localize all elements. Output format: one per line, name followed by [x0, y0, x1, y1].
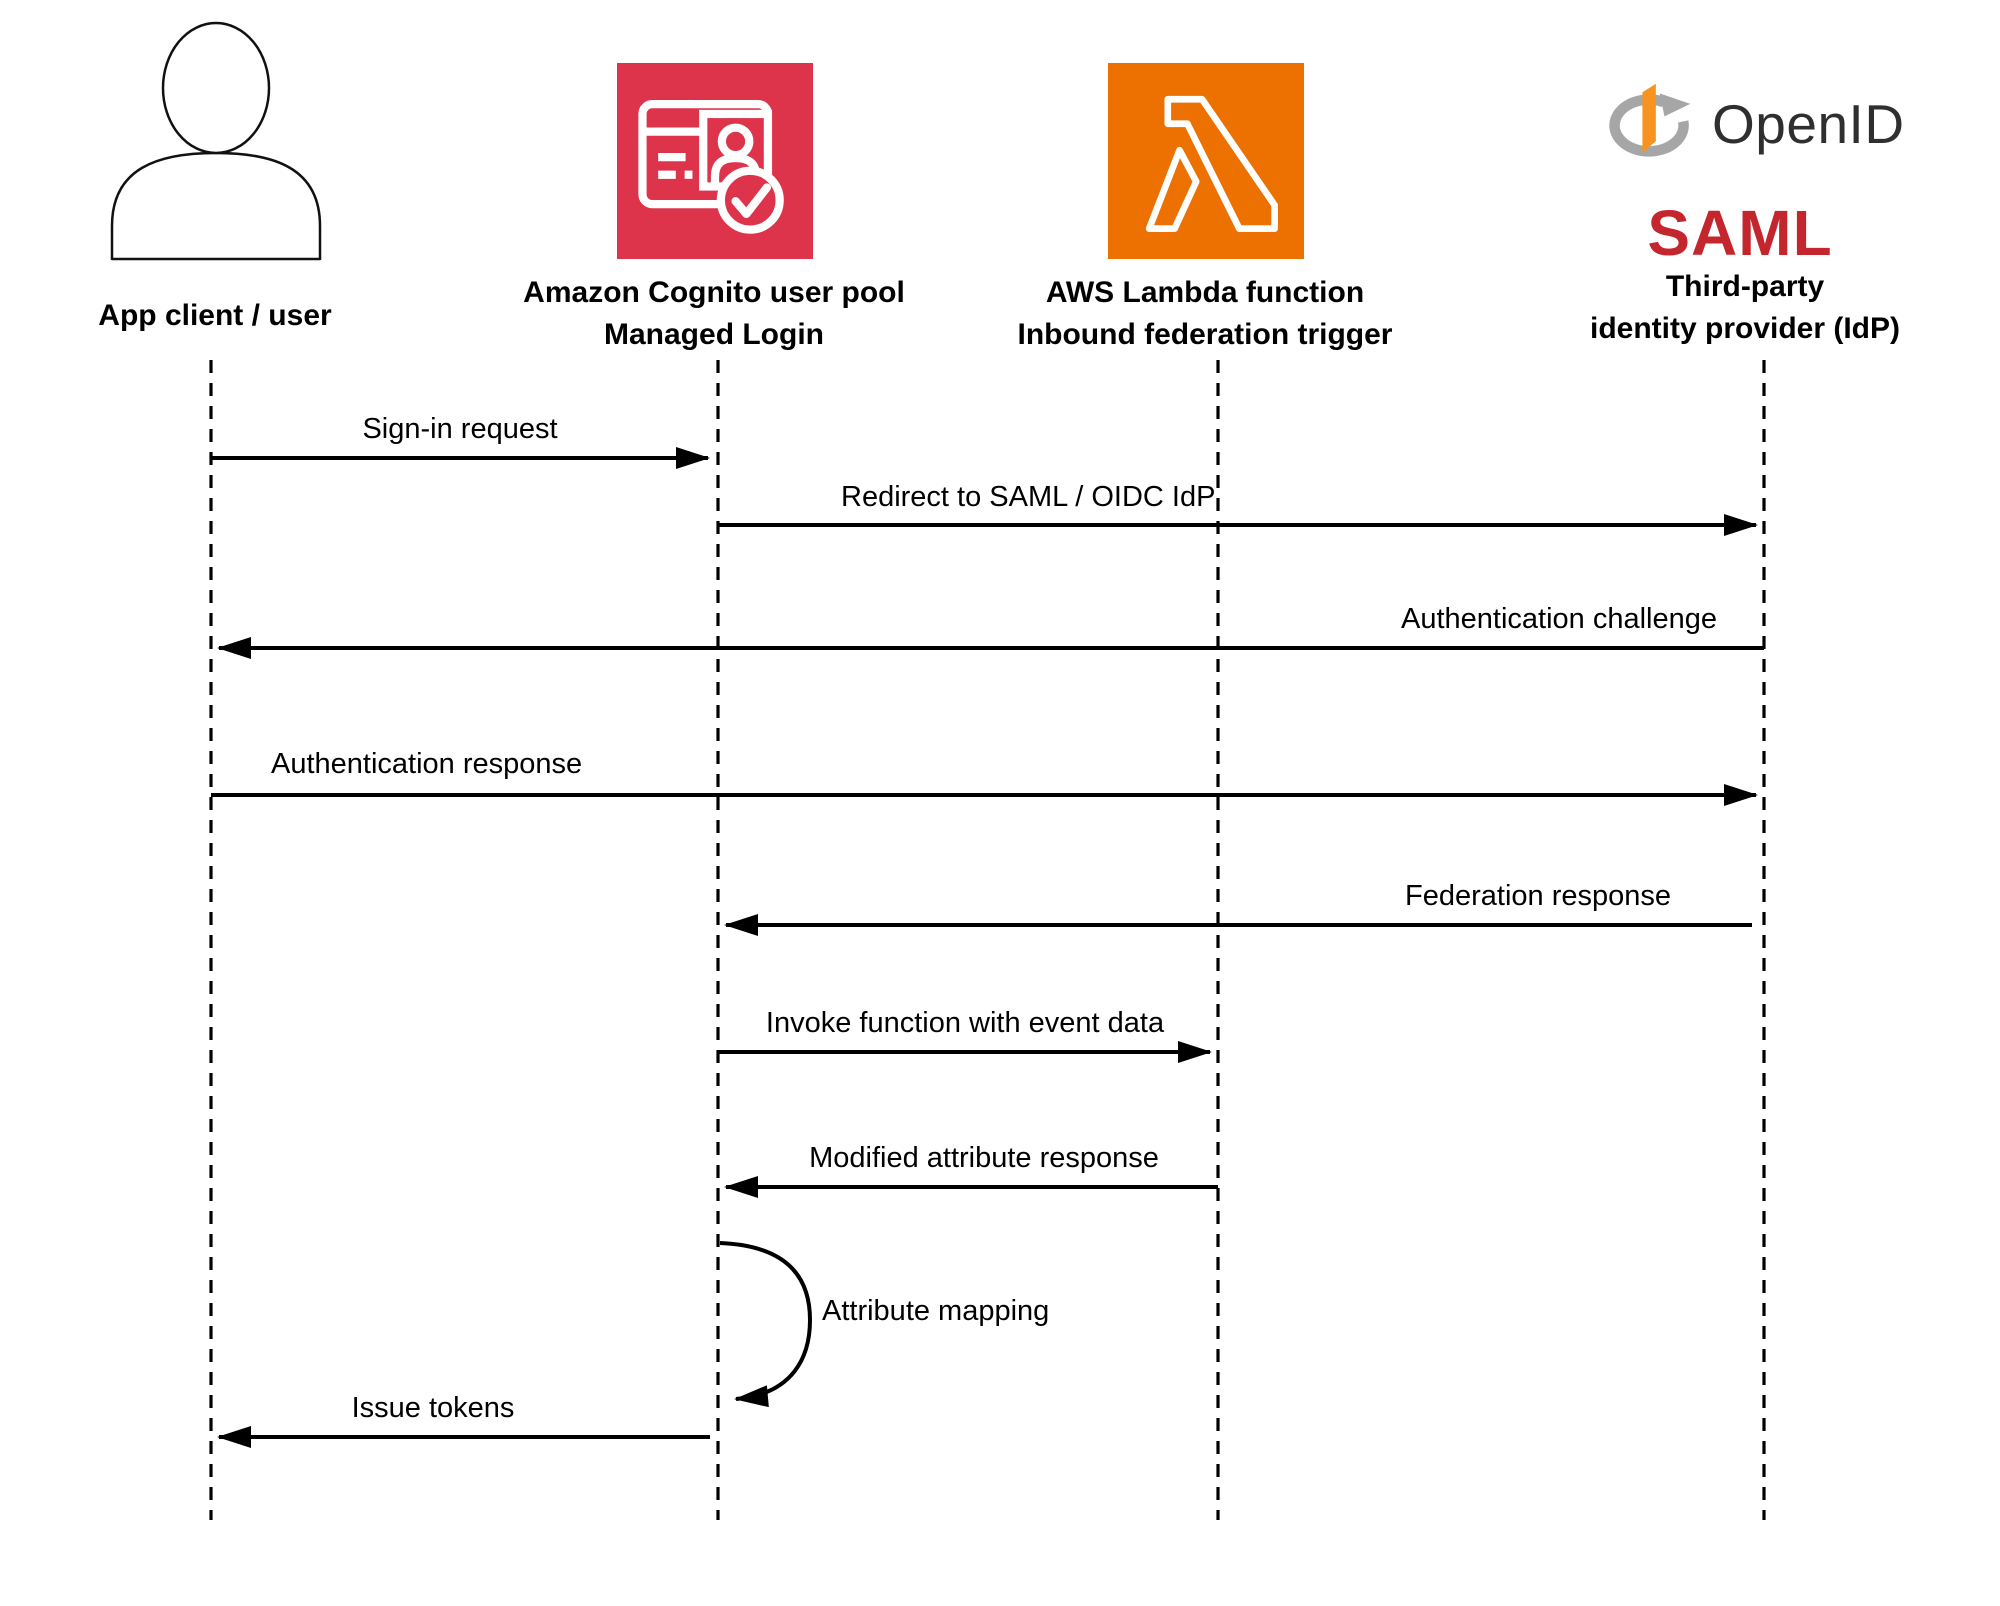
actor-label-line: App client / user [98, 299, 332, 332]
lambda-glyph-main [1164, 95, 1278, 232]
actor-label-line: AWS Lambda function [1045, 276, 1365, 309]
message-label-modified-attribute: Modified attribute response [809, 1142, 1159, 1174]
openid-mark-icon [1609, 83, 1691, 157]
cognito-check-mark [731, 183, 772, 219]
openid-logo: OpenID [1606, 76, 1946, 172]
cognito-icon [617, 63, 813, 259]
message-label-attribute-mapping: Attribute mapping [822, 1295, 1050, 1327]
lambda-icon [1108, 63, 1304, 259]
message-label-federation-response: Federation response [1405, 880, 1671, 912]
actor-label-line: identity provider (IdP) [1589, 312, 1901, 345]
cognito-check-circle [716, 166, 784, 234]
openid-orange-bar [1642, 83, 1656, 153]
actor-label-app-client: App client / user [15, 295, 415, 337]
actor-label-cognito: Amazon Cognito user pool Managed Login [464, 272, 964, 356]
actor-label-idp: Third-party identity provider (IdP) [1495, 266, 1995, 350]
user-icon [110, 21, 322, 261]
actor-label-line: Managed Login [604, 318, 824, 351]
saml-logo: SAML [1647, 197, 1833, 269]
message-label-authentication-response: Authentication response [271, 748, 583, 780]
openid-circle-arrow [1609, 93, 1689, 157]
actor-label-lambda: AWS Lambda function Inbound federation t… [955, 272, 1455, 356]
openid-arrowhead [1659, 92, 1691, 116]
actor-label-line: Inbound federation trigger [1017, 318, 1393, 351]
message-label-redirect-to-idp: Redirect to SAML / OIDC IdP [841, 481, 1216, 513]
message-label-invoke-function: Invoke function with event data [765, 1007, 1165, 1039]
message-label-sign-in-request: Sign-in request [362, 413, 558, 445]
message-label-issue-tokens: Issue tokens [351, 1392, 515, 1424]
actor-label-line: Third-party [1665, 270, 1825, 303]
lambda-glyph-leg [1145, 146, 1200, 232]
user-head [161, 21, 271, 155]
arrow-attribute-mapping-loop [719, 1241, 813, 1408]
message-label-authentication-challenge: Authentication challenge [1400, 603, 1717, 635]
user-body [110, 151, 322, 261]
actor-label-line: Amazon Cognito user pool [523, 276, 905, 309]
openid-wordmark: OpenID [1712, 93, 1905, 155]
